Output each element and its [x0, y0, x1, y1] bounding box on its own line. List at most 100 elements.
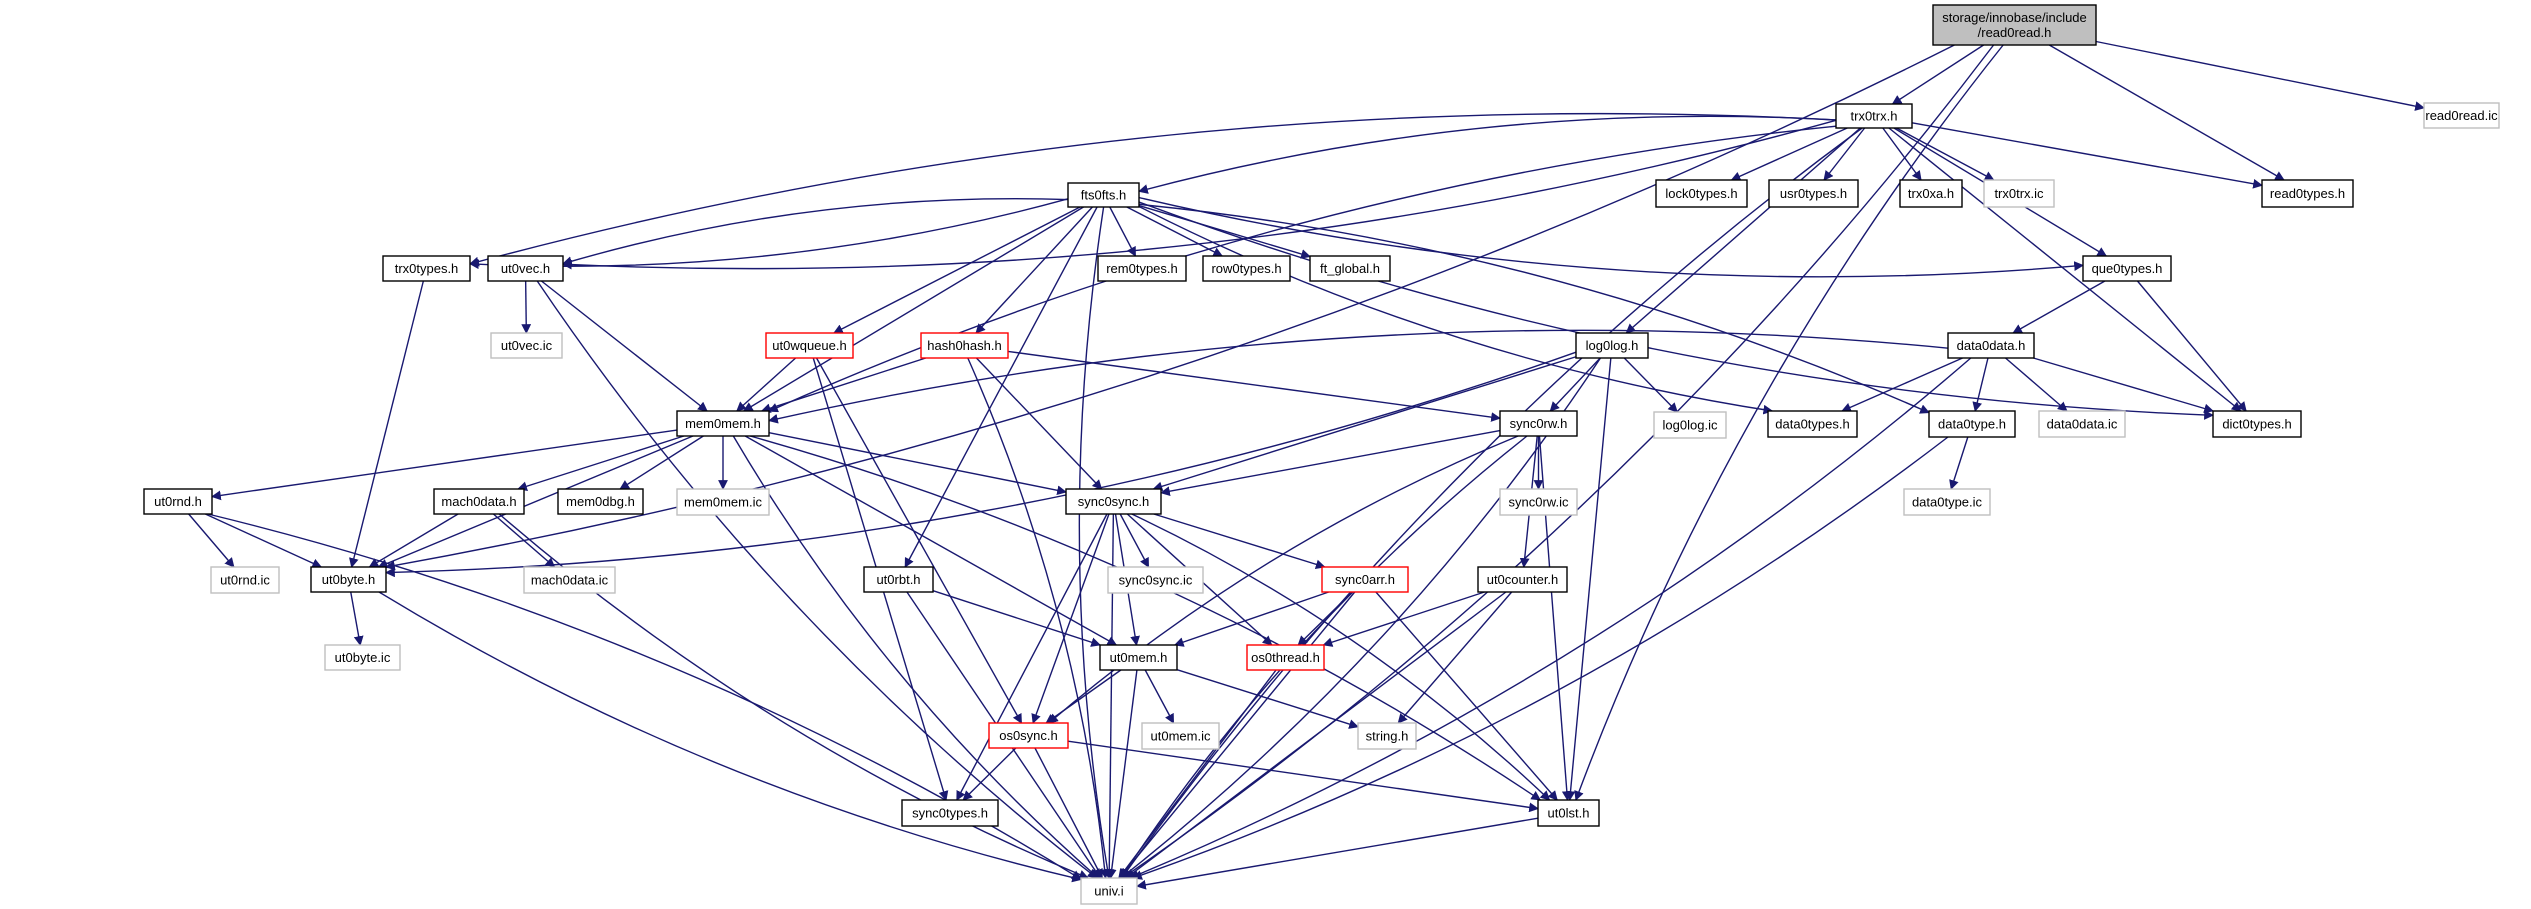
node-ut0mem-h[interactable]: ut0mem.h [1099, 644, 1178, 671]
edge-fts0fts_h-to-ut0vec_h [562, 197, 1069, 266]
node-box [1983, 179, 2055, 208]
node-box [382, 255, 471, 282]
nodes-layer: storage/innobase/include/read0read.h read… [143, 4, 2500, 905]
node-data0types-h[interactable]: data0types.h [1767, 410, 1858, 438]
node-sync0sync-h[interactable]: sync0sync.h [1065, 488, 1162, 515]
node-ut0mem-ic[interactable]: ut0mem.ic [1141, 722, 1220, 750]
node-read0types-h[interactable]: read0types.h [2261, 179, 2354, 208]
node-ut0byte-h[interactable]: ut0byte.h [310, 566, 387, 593]
edge-fts0fts_h-to-data0type_h [1138, 203, 1930, 414]
node-ut0rnd-h[interactable]: ut0rnd.h [143, 488, 213, 515]
node-label: trx0trx.h [1851, 109, 1898, 124]
node-box [1947, 332, 2035, 359]
node-box [1321, 566, 1409, 593]
node-sync0rw-ic[interactable]: sync0rw.ic [1499, 488, 1578, 516]
node-sync0sync-ic[interactable]: sync0sync.ic [1107, 566, 1204, 594]
edge-trx0trx_h-to-fts0fts_h [1138, 115, 1837, 194]
node-hash0hash-h[interactable]: hash0hash.h [920, 332, 1009, 359]
node-label: ut0vec.h [501, 261, 550, 276]
node-row0types-h[interactable]: row0types.h [1202, 255, 1291, 282]
node-box [487, 255, 564, 282]
edge-root-to-ut0byte_h [385, 44, 1955, 571]
node-trx0trx-ic[interactable]: trx0trx.ic [1983, 179, 2055, 208]
edge-sync0rw_h-to-sync0sync_h [1160, 429, 1501, 497]
node-data0type-h[interactable]: data0type.h [1928, 410, 2016, 438]
node-data0data-ic[interactable]: data0data.ic [2038, 410, 2126, 438]
node-ft-global-h[interactable]: ft_global.h [1309, 255, 1391, 282]
node-box [1655, 179, 1748, 208]
node-ut0vec-h[interactable]: ut0vec.h [487, 255, 564, 282]
node-ut0rnd-ic[interactable]: ut0rnd.ic [210, 566, 280, 594]
node-data0data-h[interactable]: data0data.h [1947, 332, 2035, 359]
node-ut0byte-ic[interactable]: ut0byte.ic [324, 644, 401, 671]
node-mem0mem-ic[interactable]: mem0mem.ic [676, 488, 770, 516]
node-rem0types-h[interactable]: rem0types.h [1097, 255, 1187, 282]
edge-log0log_h-to-sync0rw_h [1549, 357, 1601, 412]
edge-data0data_h-to-data0data_ic [2005, 357, 2068, 412]
node-box [557, 488, 644, 515]
edge-log0log_h-to-ut0lst_h [1565, 357, 1612, 801]
edge-data0data_h-to-mem0mem_h [768, 329, 1949, 424]
node-log0log-ic[interactable]: log0log.ic [1653, 411, 1727, 439]
node-label: sync0types.h [912, 806, 988, 821]
node-label: trx0trx.ic [1994, 186, 2044, 201]
edge-ut0mem_h-to-string_h [1176, 668, 1359, 729]
node-sync0rw-h[interactable]: sync0rw.h [1499, 410, 1578, 437]
edge-data0type_h-to-data0type_ic [1949, 436, 1969, 490]
node-label: log0log.ic [1663, 418, 1718, 433]
node-ut0lst-h[interactable]: ut0lst.h [1537, 799, 1600, 827]
node-label: /read0read.h [1978, 25, 2052, 40]
edge-data0data_h-to-dict0types_h [2033, 357, 2214, 414]
node-box [1835, 103, 1913, 129]
node-ut0counter-h[interactable]: ut0counter.h [1477, 566, 1568, 593]
node-os0sync-h[interactable]: os0sync.h [988, 722, 1069, 749]
node-ut0vec-ic[interactable]: ut0vec.ic [490, 332, 563, 359]
edge-sync0sync_h-to-sync0sync_ic [1119, 513, 1150, 568]
node-ut0rbt-h[interactable]: ut0rbt.h [863, 566, 934, 593]
node-trx0types-h[interactable]: trx0types.h [382, 255, 471, 282]
node-ut0wqueue-h[interactable]: ut0wqueue.h [765, 332, 854, 359]
edge-trx0trx_h-to-univ_i [1121, 127, 1863, 879]
node-box [1537, 799, 1600, 827]
edge-data0data_h-to-data0type_h [1972, 357, 1989, 412]
edge-ut0counter_h-to-string_h [1397, 591, 1513, 724]
node-box [433, 488, 525, 515]
node-sync0types-h[interactable]: sync0types.h [901, 799, 999, 827]
edge-os0sync_h-to-sync0types_h [962, 747, 1017, 801]
node-os0thread-h[interactable]: os0thread.h [1246, 644, 1325, 671]
edge-fts0fts_h-to-ft_global_h [1138, 204, 1311, 259]
node-label: sync0sync.ic [1119, 573, 1193, 588]
node-label: sync0rw.h [1510, 416, 1568, 431]
node-fts0fts-h[interactable]: fts0fts.h [1067, 182, 1140, 208]
node-label: mem0mem.ic [684, 495, 763, 510]
node-label: ut0byte.h [322, 572, 376, 587]
node-trx0trx-h[interactable]: trx0trx.h [1835, 103, 1913, 129]
node-mem0mem-h[interactable]: mem0mem.h [676, 410, 770, 437]
node-mem0dbg-h[interactable]: mem0dbg.h [557, 488, 644, 515]
node-box [1097, 255, 1187, 282]
node-usr0types-h[interactable]: usr0types.h [1768, 179, 1859, 208]
node-label: storage/innobase/include [1942, 10, 2087, 25]
node-string-h[interactable]: string.h [1357, 722, 1417, 750]
node-lock0types-h[interactable]: lock0types.h [1655, 179, 1748, 208]
edge-hash0hash_h-to-sync0sync_h [975, 357, 1103, 490]
node-box [1499, 488, 1578, 516]
node-read0read-ic[interactable]: read0read.ic [2423, 102, 2500, 129]
node-log0log-h[interactable]: log0log.h [1575, 332, 1649, 359]
edge-trx0trx_h-to-ut0vec_h [562, 119, 1837, 270]
node-dict0types-h[interactable]: dict0types.h [2212, 410, 2302, 438]
node-box [143, 488, 213, 515]
node-mach0data-ic[interactable]: mach0data.ic [523, 566, 616, 594]
node-trx0xa-h[interactable]: trx0xa.h [1899, 179, 1963, 208]
node-mach0data-h[interactable]: mach0data.h [433, 488, 525, 515]
node-root[interactable]: storage/innobase/include/read0read.h [1932, 4, 2097, 46]
node-box [1575, 332, 1649, 359]
edge-trx0trx_h-to-read0types_h [1911, 122, 2263, 189]
edge-fts0fts_h-to-que0types_h [1138, 196, 2084, 278]
node-sync0arr-h[interactable]: sync0arr.h [1321, 566, 1409, 593]
edge-mach0data_h-to-ut0byte_h [368, 513, 459, 568]
node-box [1246, 644, 1325, 671]
node-que0types-h[interactable]: que0types.h [2082, 255, 2172, 282]
node-data0type-ic[interactable]: data0type.ic [1903, 488, 1991, 516]
node-univ-i[interactable]: univ.i [1080, 877, 1138, 905]
